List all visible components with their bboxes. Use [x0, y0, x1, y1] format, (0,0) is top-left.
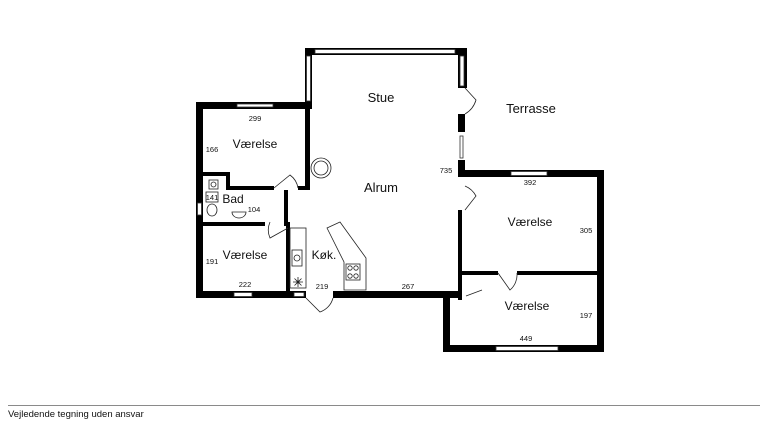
dimension-labels: 299 166 141 104 191 222 219 267 735 392 … [206, 114, 593, 343]
dimension-label: 104 [248, 205, 261, 214]
dimension-label: 219 [316, 282, 329, 291]
room-labels: Stue Terrasse Alrum Værelse Værelse Være… [222, 90, 556, 313]
windows [197, 49, 559, 351]
dimension-label: 735 [440, 166, 453, 175]
dimension-label: 392 [524, 178, 537, 187]
dimension-label: 305 [580, 226, 593, 235]
room-label-vaerelse-e2: Værelse [505, 299, 550, 313]
room-label-bad: Bad [222, 192, 243, 206]
room-label-vaerelse-e1: Værelse [508, 215, 553, 229]
room-label-terrasse: Terrasse [506, 101, 556, 116]
dimension-label: 267 [402, 282, 415, 291]
footer-divider [8, 405, 760, 406]
fixtures [205, 157, 367, 291]
dimension-label: 141 [206, 193, 219, 202]
dimension-label: 299 [249, 114, 262, 123]
dimension-label: 166 [206, 145, 219, 154]
room-label-vaerelse-nw: Værelse [233, 137, 278, 151]
dimension-label: 197 [580, 311, 593, 320]
room-label-alrum: Alrum [364, 180, 398, 195]
footer-disclaimer: Vejledende tegning uden ansvar [8, 409, 144, 420]
doors [267, 87, 518, 313]
room-label-stue: Stue [368, 90, 395, 105]
room-label-vaerelse-sw: Værelse [223, 248, 268, 262]
dimension-label: 191 [206, 257, 219, 266]
dimension-label: 449 [520, 334, 533, 343]
room-label-koekken: Køk. [312, 248, 337, 262]
fan-icon [293, 277, 303, 287]
dimension-label: 222 [239, 280, 252, 289]
